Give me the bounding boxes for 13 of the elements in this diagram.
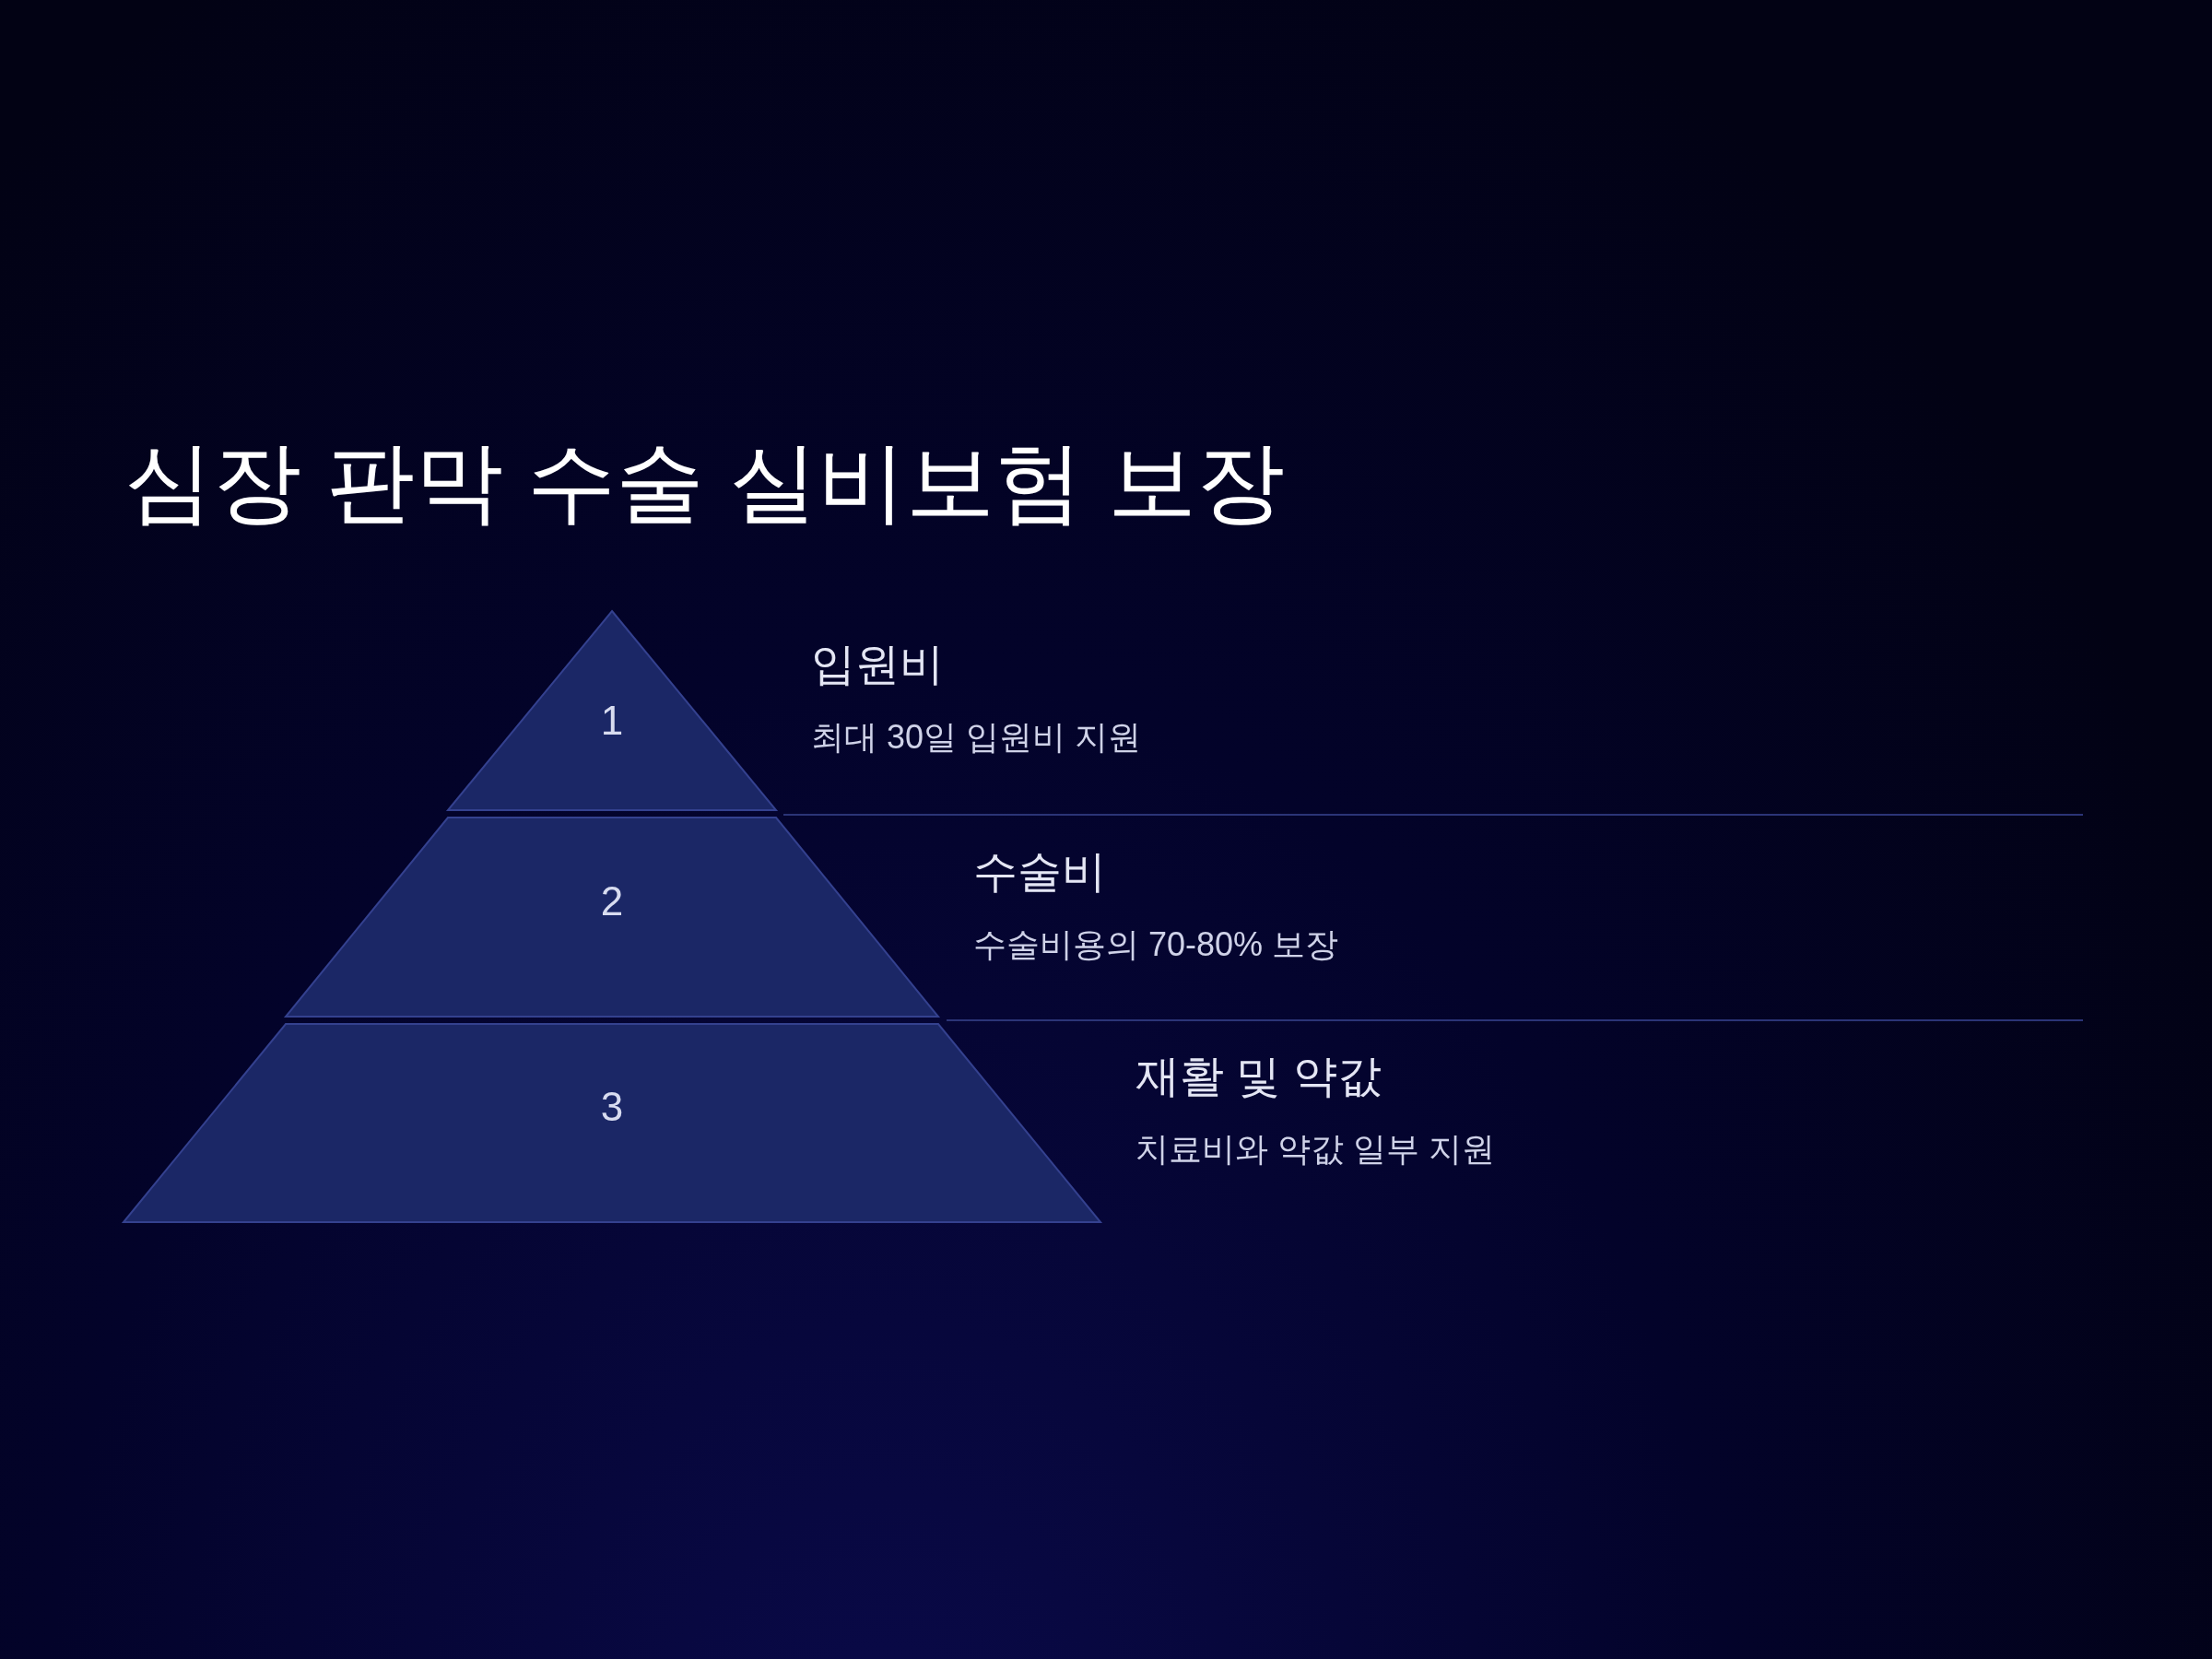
tier-description: 최대 30일 입원비 지원 xyxy=(811,719,1142,756)
tier-number: 2 xyxy=(600,880,624,922)
tier-heading: 입원비 xyxy=(811,641,944,689)
pyramid-tier xyxy=(286,818,938,1017)
tier-description: 치료비와 약값 일부 지원 xyxy=(1135,1131,1495,1168)
tier-heading: 재활 및 약값 xyxy=(1135,1053,1382,1101)
tier-number: 3 xyxy=(600,1087,624,1128)
tier-number: 1 xyxy=(600,700,624,741)
tier-description: 수술비용의 70-80% 보장 xyxy=(973,926,1339,963)
pyramid-tier xyxy=(124,1024,1100,1222)
title: 심장 판막 수술 실비보험 보장 xyxy=(124,433,1285,531)
pyramid-tier xyxy=(448,611,776,810)
tier-heading: 수술비 xyxy=(973,848,1106,897)
